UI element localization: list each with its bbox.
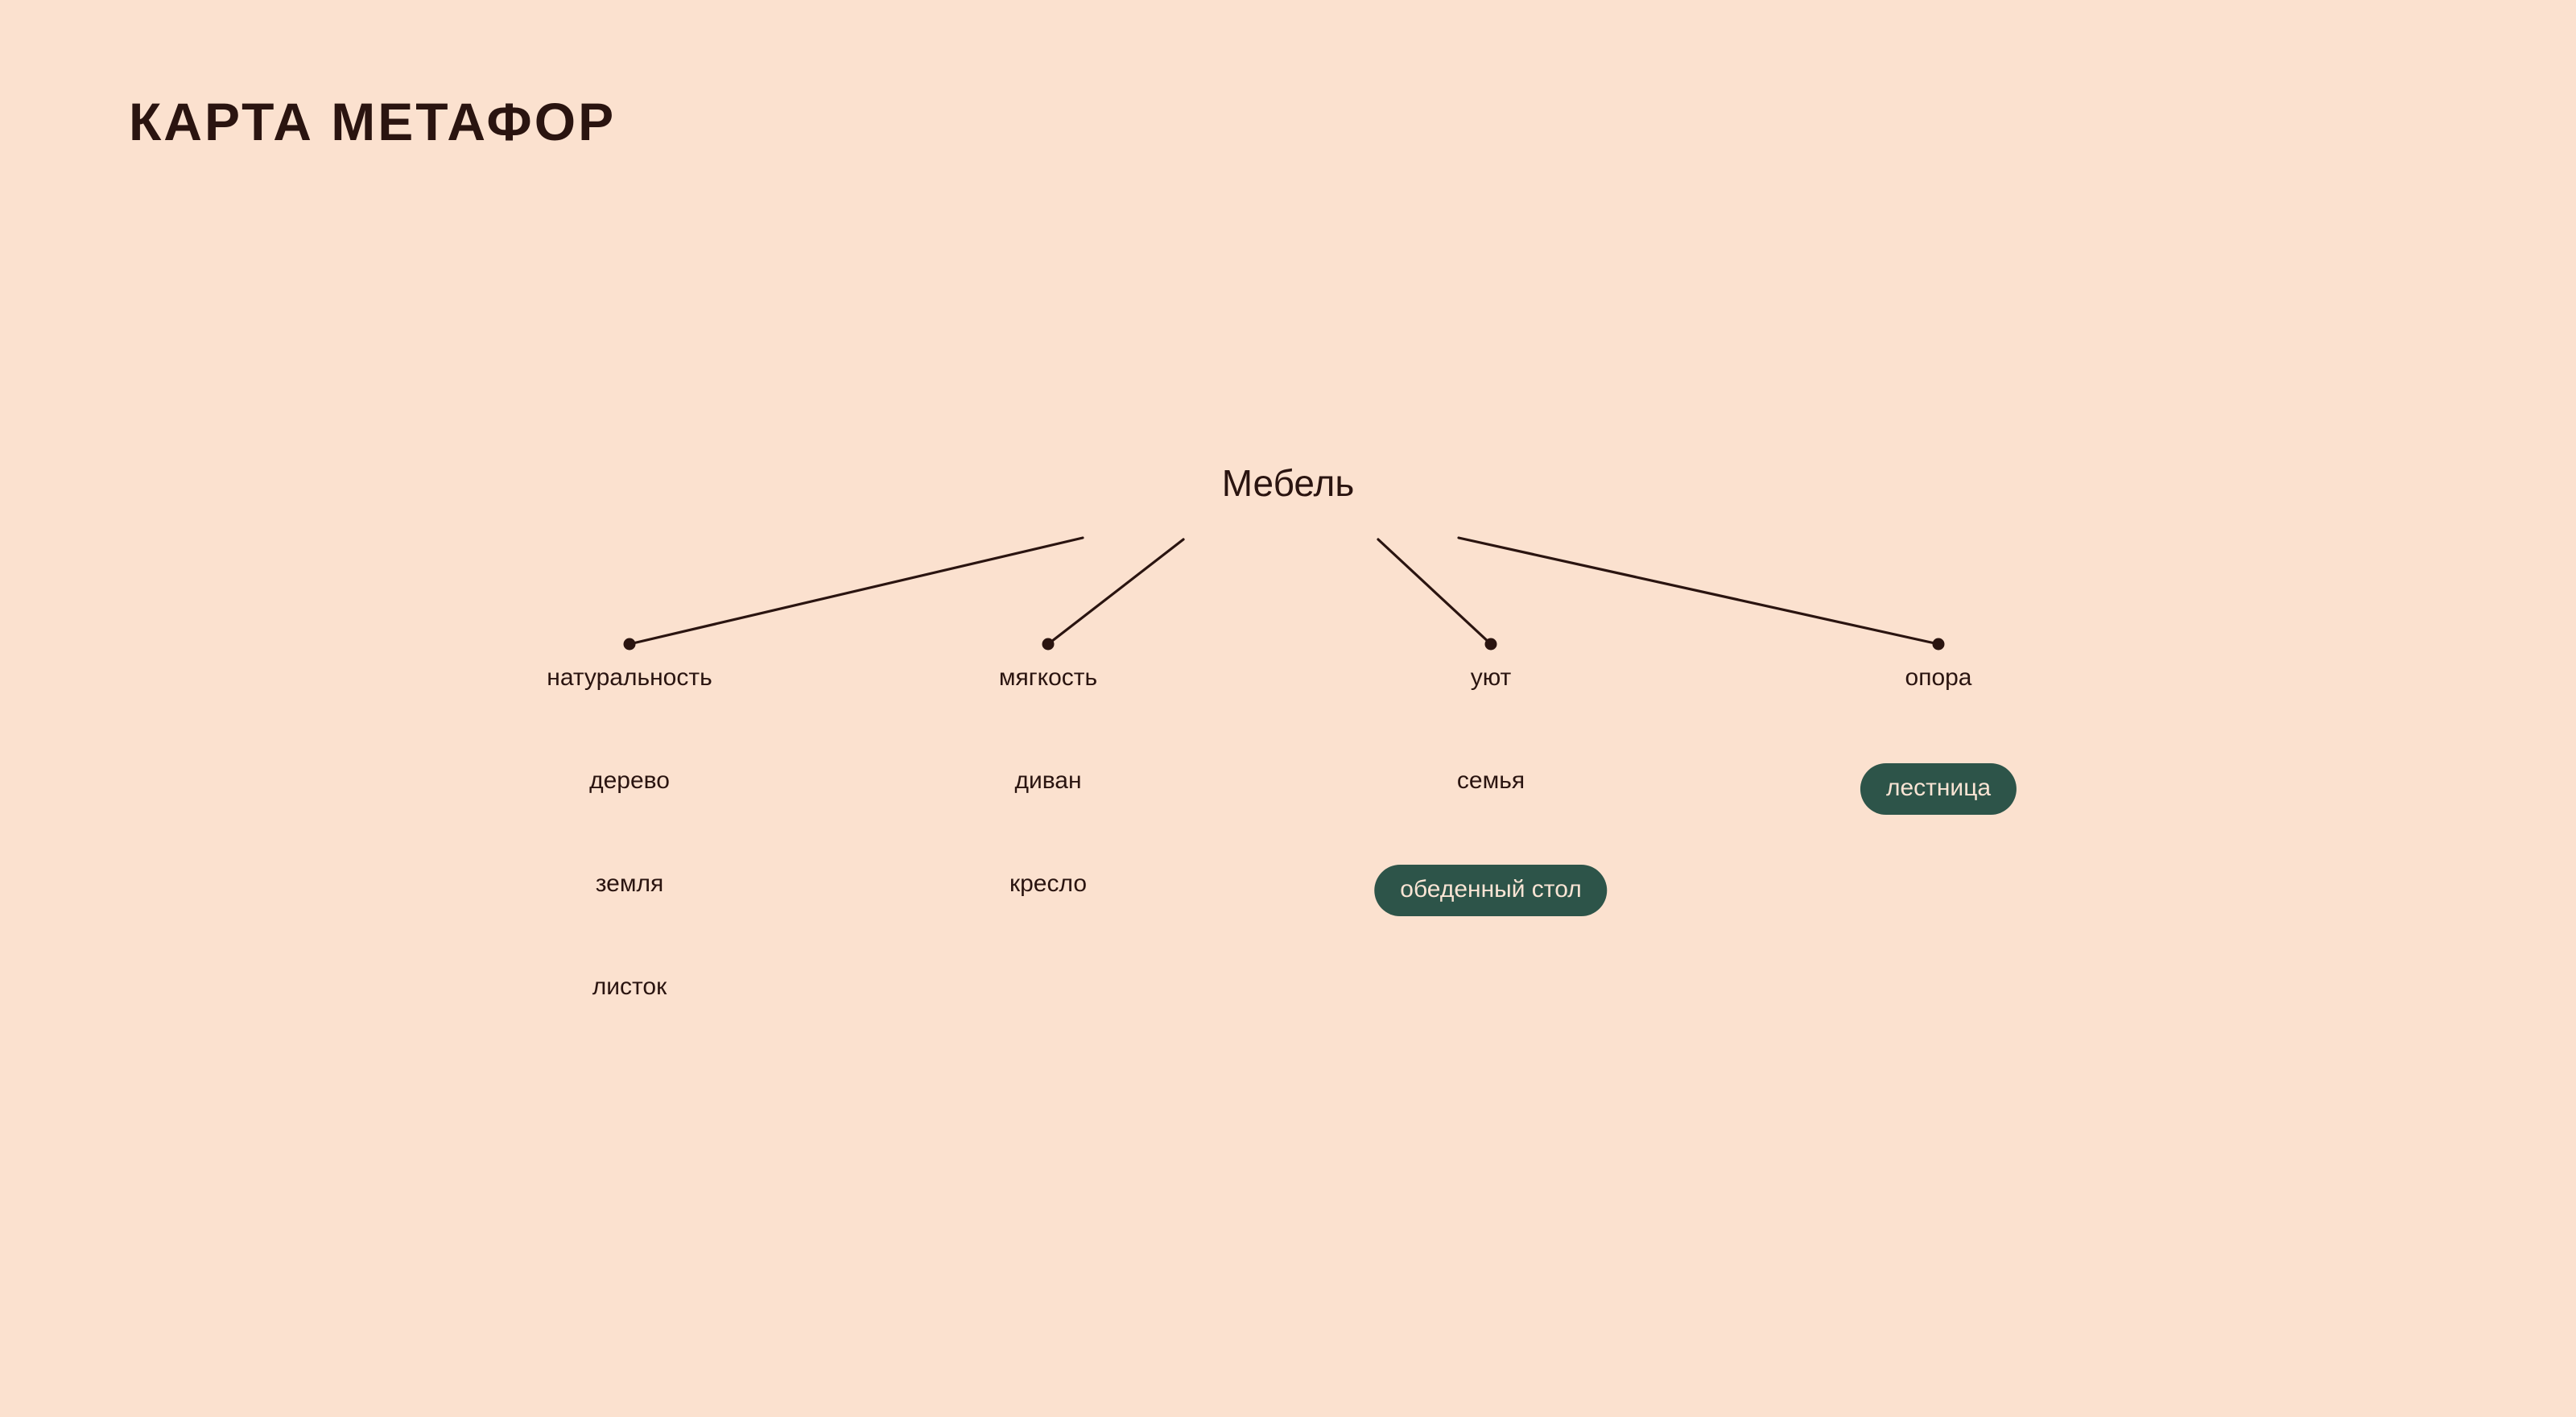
leaf-item[interactable]: листок (592, 973, 667, 1000)
leaf-item[interactable]: кресло (1009, 870, 1088, 897)
root-node-label[interactable]: Мебель (1221, 462, 1355, 504)
leaf-item[interactable]: дерево (589, 767, 670, 794)
branch-label[interactable]: опора (1905, 664, 1972, 691)
branch-endpoint-dot (1484, 638, 1497, 651)
connector-line (628, 536, 1084, 646)
connector-line (1377, 538, 1492, 646)
connector-line (1046, 538, 1185, 646)
leaf-item[interactable]: диван (1014, 767, 1082, 794)
page-title: КАРТА МЕТАФОР (129, 92, 617, 151)
branch-label[interactable]: мягкость (998, 664, 1098, 691)
leaf-item[interactable]: земля (595, 870, 664, 897)
leaf-item[interactable]: семья (1456, 767, 1525, 794)
branch-endpoint-dot (623, 638, 636, 651)
leaf-item-highlighted[interactable]: обеденный стол (1374, 865, 1608, 916)
branch-label[interactable]: уют (1470, 664, 1512, 691)
connector-line (1457, 536, 1940, 646)
branch-endpoint-dot (1932, 638, 1945, 651)
leaf-item-highlighted[interactable]: лестница (1860, 763, 2017, 815)
branch-endpoint-dot (1042, 638, 1055, 651)
branch-label[interactable]: натуральность (547, 664, 712, 691)
